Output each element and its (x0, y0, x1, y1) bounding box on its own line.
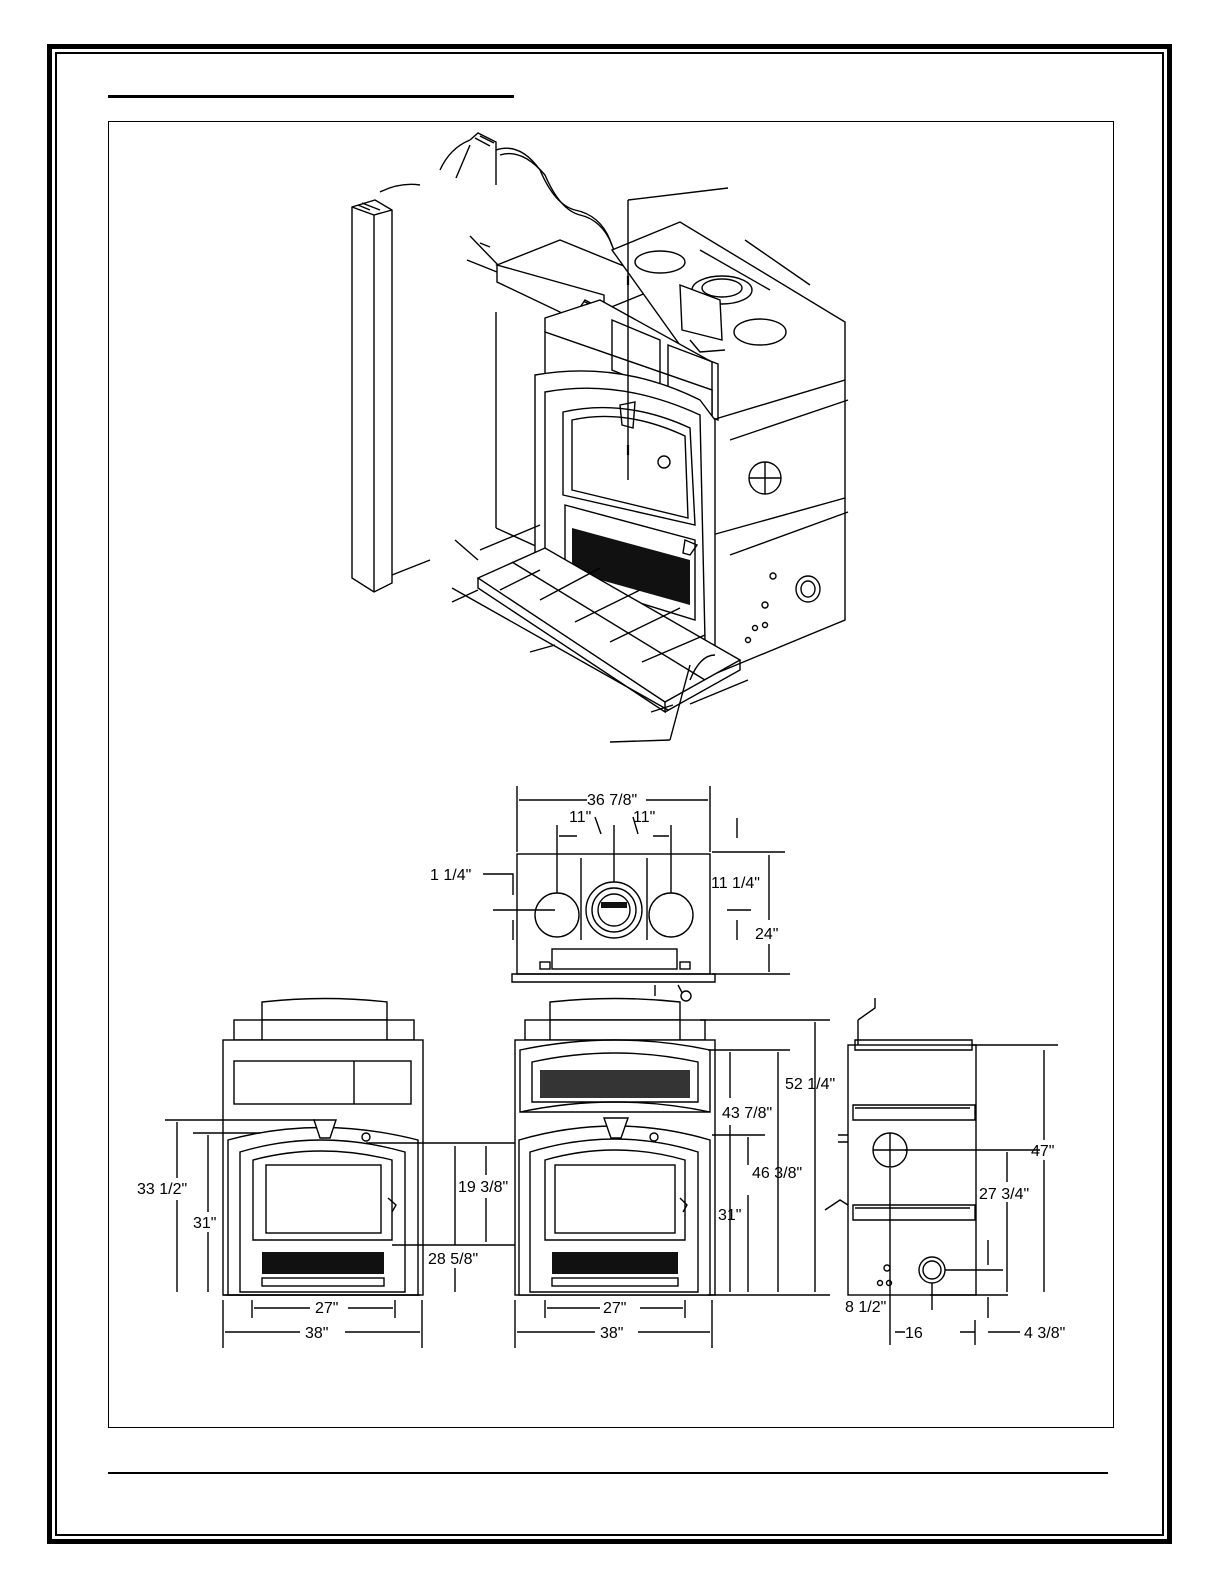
dim-depth: 24" (755, 926, 778, 943)
side-view (825, 998, 1058, 1345)
dim-inner-width-a: 27" (315, 1300, 338, 1317)
dim-outer-width-a: 38" (305, 1325, 328, 1342)
dim-height-to-top-trim: 31" (193, 1215, 216, 1232)
dim-upper-trim-height: 43 7/8" (722, 1105, 772, 1122)
dim-overall-height: 52 1/4" (785, 1076, 835, 1093)
dim-trim-height-b: 31" (718, 1207, 741, 1224)
dim-depth-to-center: 11 1/4" (711, 875, 760, 892)
dim-outer-width-b: 38" (600, 1325, 623, 1342)
dim-rear-offset: 4 3/8" (1024, 1325, 1065, 1342)
dim-door-top-height: 28 5/8" (428, 1251, 478, 1268)
dim-side-height: 47" (1031, 1143, 1054, 1160)
dim-door-opening-height: 19 3/8" (458, 1179, 508, 1196)
dim-spacing-right: 11" (633, 809, 655, 826)
dim-top-height: 46 3/8" (752, 1165, 802, 1182)
isometric-installation-view (352, 133, 848, 742)
dim-air-inlet-offset: 16 (905, 1325, 923, 1342)
front-view-a (165, 999, 540, 1349)
dim-spacing-left: 11" (569, 809, 591, 826)
dim-flue-center-height: 27 3/4" (979, 1186, 1029, 1203)
dim-air-inlet-height: 8 1/2" (845, 1299, 886, 1316)
dim-inner-width-b: 27" (603, 1300, 626, 1317)
dim-height-to-arch: 33 1/2" (137, 1181, 187, 1198)
wall-post (352, 184, 430, 592)
dim-offset: 1 1/4" (430, 867, 471, 884)
dim-overall-width: 36 7/8" (587, 792, 637, 809)
